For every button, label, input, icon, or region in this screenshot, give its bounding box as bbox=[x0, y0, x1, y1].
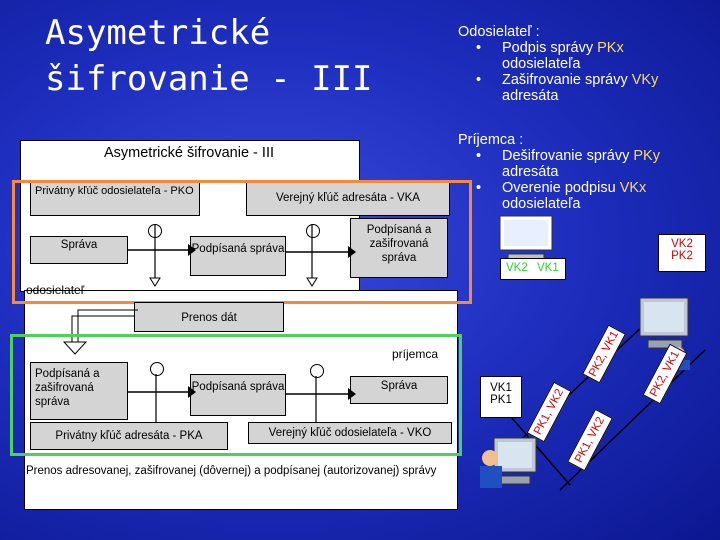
sender-bullet-2-text: Zašifrovanie správy bbox=[502, 72, 632, 88]
top-right-pk2: PK2 bbox=[671, 250, 693, 262]
caption-part-a: Prenos bbox=[26, 465, 66, 477]
receiver-bullet-2-cont: odosielateľa bbox=[502, 196, 581, 212]
caption-part-c: (dôvernej) a podpísanej (autorizovanej) … bbox=[196, 465, 437, 477]
receiver-bullet-2: Overenie podpisu VKx odosielateľa bbox=[458, 180, 708, 212]
diagram-title: Asymetrické šifrovanie - III bbox=[103, 145, 274, 161]
verification-node-icon bbox=[310, 364, 324, 378]
sender-box-vk2: VK2 bbox=[506, 262, 528, 274]
message-block: Správa bbox=[30, 236, 128, 264]
sender-bullet-1-cont: odosielateľa bbox=[502, 56, 581, 72]
sender-public-key: Verejný kľúč odosielateľa - VKO bbox=[248, 422, 452, 444]
receiver-bullet-1-text: Dešifrovanie správy bbox=[502, 148, 634, 164]
title-line-1: Asymetrické bbox=[45, 13, 271, 53]
sender-label: odosielateľ bbox=[26, 283, 85, 297]
diagram-caption: Prenos adresovanej, zašifrovanej (dôvern… bbox=[26, 464, 446, 479]
receiver-notes-heading: Príjemca : bbox=[458, 132, 524, 148]
receiver-bullet-2-key: VKx bbox=[619, 180, 647, 196]
sender-notes: Odosielateľ : Podpis správy PKx odosielat… bbox=[458, 24, 708, 104]
sender-computer-icon bbox=[499, 215, 553, 261]
received-signed-message-block: Podpísaná správa bbox=[190, 374, 286, 416]
left-key-box: VK1 PK1 bbox=[480, 376, 522, 418]
transfer-arrow bbox=[62, 309, 138, 355]
received-signed-encrypted-block: Podpísaná a zašifrovaná správa bbox=[30, 362, 128, 420]
left-vk1: VK1 bbox=[490, 382, 512, 394]
sender-key-box: VK2 VK1 bbox=[500, 258, 566, 280]
decryption-node-icon bbox=[150, 362, 164, 376]
receiver-label: príjemca bbox=[392, 347, 439, 361]
sender-bullet-1-key: PKx bbox=[597, 40, 624, 56]
receiver-bullet-1-key: PKy bbox=[633, 148, 660, 164]
slide-title: Asymetrické šifrovanie - III bbox=[45, 10, 385, 102]
top-right-key-box: VK2 PK2 bbox=[658, 234, 706, 272]
receiver-bullet-1-cont: adresáta bbox=[502, 164, 559, 180]
recipient-bottom-computer-icon bbox=[480, 437, 537, 488]
sender-bullet-2-cont: adresáta bbox=[502, 88, 559, 104]
sender-bullet-1-text: Podpis správy bbox=[502, 40, 598, 56]
transfer-block: Prenos dát bbox=[134, 302, 284, 332]
receiver-bullet-1: Dešifrovanie správy PKy adresáta bbox=[458, 148, 708, 180]
encryption-node-icon bbox=[306, 224, 320, 238]
upper-arrows bbox=[128, 224, 356, 287]
recipient-public-key: Verejný kľúč adresáta - VKA bbox=[246, 182, 450, 216]
top-right-vk2: VK2 bbox=[671, 238, 693, 250]
sender-bullet-2: Zašifrovanie správy VKy adresáta bbox=[458, 72, 708, 104]
sender-bullet-2-key: VKy bbox=[631, 72, 659, 88]
sender-notes-heading: Odosielateľ : bbox=[458, 24, 540, 40]
receiver-notes: Príjemca : Dešifrovanie správy PKy adresá… bbox=[458, 132, 708, 212]
receiver-frame bbox=[10, 334, 462, 456]
sender-bullet-1: Podpis správy PKx odosielateľa bbox=[458, 40, 708, 72]
receiver-bullet-2-text: Overenie podpisu bbox=[502, 180, 620, 196]
sender-private-key: Privátny kľúč odosielateľa - PKO bbox=[30, 182, 200, 216]
caption-emphasis: adresovanej, zašifrovanej bbox=[65, 465, 197, 477]
signed-message-block: Podpísaná správa bbox=[190, 236, 286, 276]
received-message-block: Správa bbox=[350, 376, 448, 404]
title-line-2: šifrovanie - III bbox=[45, 59, 373, 99]
left-pk1: PK1 bbox=[490, 394, 512, 406]
signed-encrypted-block: Podpísaná a zašifrovaná správa bbox=[350, 218, 448, 278]
recipient-private-key: Privátny kľúč adresáta - PKA bbox=[30, 422, 228, 450]
sender-box-vk1: VK1 bbox=[537, 262, 559, 274]
